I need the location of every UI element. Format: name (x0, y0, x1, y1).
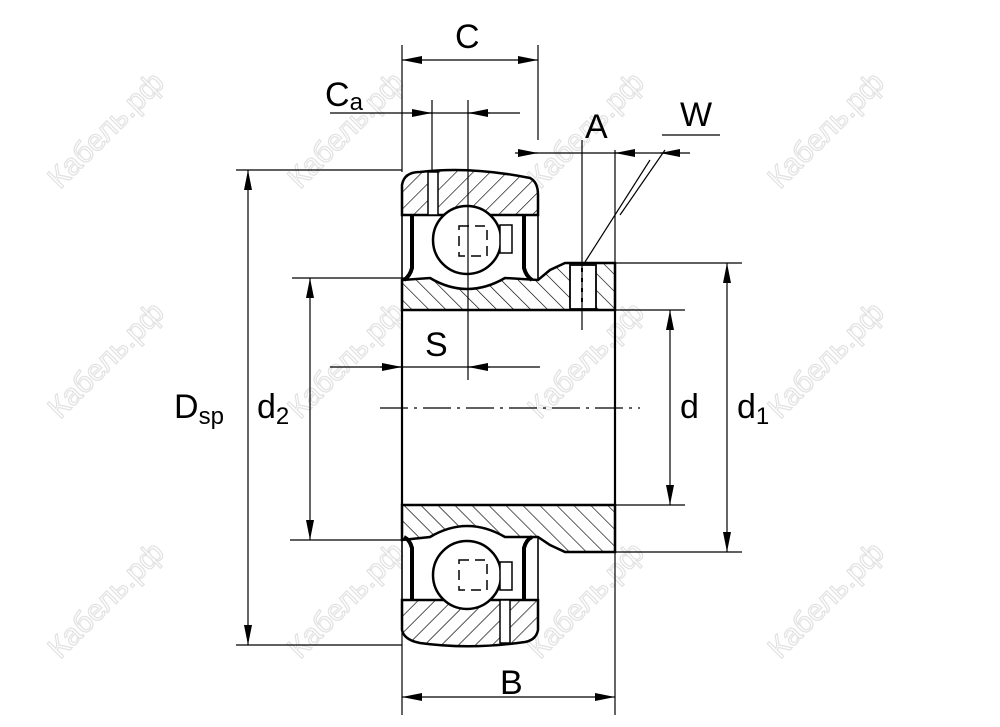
label-S: S (425, 326, 448, 364)
label-B: B (500, 664, 523, 702)
watermark-text: Кабель.рф (42, 296, 171, 425)
watermark-text: Кабель.рф (762, 536, 891, 665)
watermark-text: Кабель.рф (42, 66, 171, 195)
label-W: W (680, 96, 712, 134)
ball-top (431, 204, 503, 276)
label-Ca: Ca (325, 76, 364, 116)
watermark-text: Кабель.рф (522, 296, 651, 425)
inner-ring-top (400, 261, 617, 312)
ball-bottom (431, 539, 503, 611)
watermark-text: Кабель.рф (42, 536, 171, 665)
label-d2: d2 (257, 388, 289, 430)
label-C: C (455, 18, 480, 56)
label-Dsp: Dsp (174, 388, 224, 430)
label-d: d (680, 388, 699, 426)
watermark-text: Кабель.рф (762, 296, 891, 425)
watermark-text: Кабель.рф (282, 296, 411, 425)
watermark-text: Кабель.рф (762, 66, 891, 195)
inner-ring-bottom (400, 503, 617, 554)
label-d1: d1 (737, 388, 769, 430)
label-A: A (585, 108, 608, 146)
watermark-text: Кабель.рф (522, 536, 651, 665)
